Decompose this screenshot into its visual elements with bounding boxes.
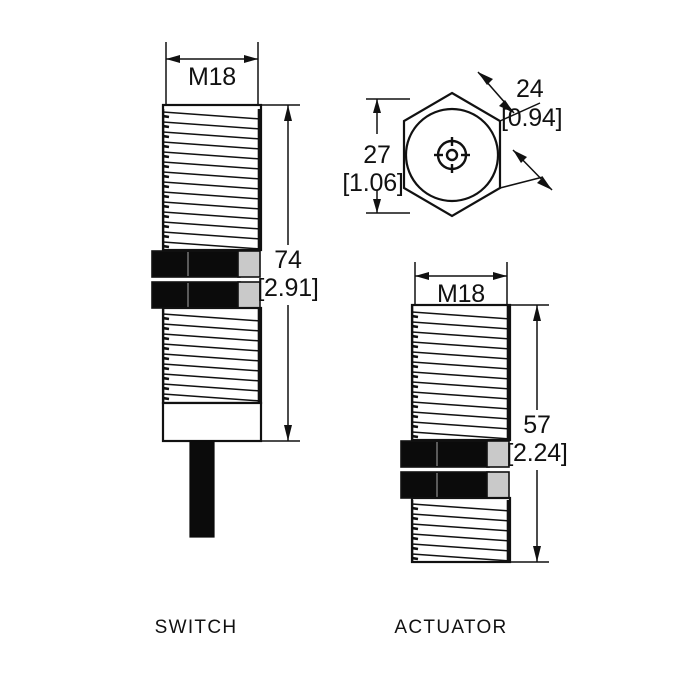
actuator-lower-thread: [410, 496, 512, 564]
hex-flat-width-dimension: 24 [0.94]: [477, 71, 563, 191]
actuator-upper-thread: [410, 303, 512, 442]
actuator-nut-upper: [400, 440, 510, 468]
switch-length-dimension: 74 [2.91]: [257, 104, 319, 442]
hex-end-view: 27 [1.06]: [342, 71, 563, 218]
actuator-length-inch-label: [2.24]: [506, 439, 567, 467]
hex-flat-width-inch-label: [0.94]: [501, 104, 562, 132]
actuator-length-mm-label: 57: [523, 411, 550, 439]
switch-view-label: SWITCH: [155, 617, 238, 638]
switch-upper-thread: [161, 103, 263, 252]
hex-across-flats-dimension: 27 [1.06]: [342, 98, 410, 214]
switch-length-inch-label: [2.91]: [257, 274, 318, 302]
switch-plain-body: [161, 401, 263, 443]
switch-m18-dimension: M18: [165, 42, 259, 110]
actuator-view: M18: [394, 262, 568, 638]
actuator-nut-lower: [400, 471, 510, 499]
switch-view: M18: [151, 42, 319, 638]
switch-thread-spec-label: M18: [188, 63, 236, 91]
actuator-thread-spec-label: M18: [437, 280, 485, 308]
actuator-m18-dimension: M18: [414, 262, 508, 310]
actuator-length-dimension: 57 [2.24]: [506, 304, 568, 563]
hex-flat-width-mm-label: 24: [516, 75, 544, 103]
switch-nut-lower: [151, 281, 261, 309]
switch-lower-thread: [161, 306, 263, 405]
switch-nut-upper: [151, 250, 261, 278]
switch-length-mm-label: 74: [274, 246, 302, 274]
hex-across-flats-inch-label: [1.06]: [342, 169, 403, 197]
actuator-view-label: ACTUATOR: [394, 617, 507, 638]
switch-cable: [189, 440, 215, 538]
hex-across-flats-mm-label: 27: [363, 141, 390, 169]
center-target-icon: [434, 137, 470, 173]
